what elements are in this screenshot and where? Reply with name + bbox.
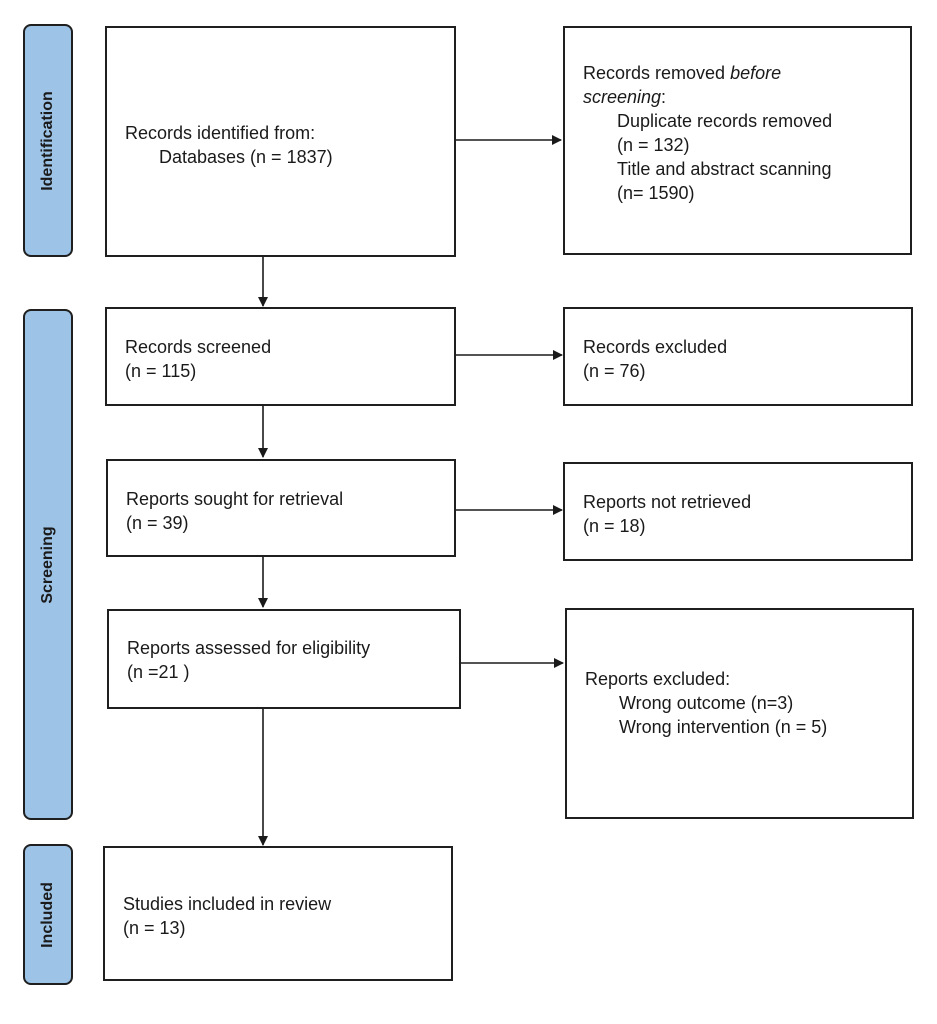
reports-excluded-label: Reports excluded: (585, 669, 731, 689)
phase-screening: Screening (23, 309, 73, 820)
title-abstract-count: (n= 1590) (617, 183, 695, 203)
reports-not-retrieved-count: (n = 18) (583, 516, 646, 536)
wrong-outcome-item: Wrong outcome (n=3) (619, 693, 794, 713)
reports-not-retrieved-box: Reports not retrieved (n = 18) (563, 462, 913, 561)
reports-sought-box: Reports sought for retrieval (n = 39) (106, 459, 456, 557)
title-abstract-label: Title and abstract scanning (617, 159, 832, 179)
records-identified-label: Records identified from: (125, 123, 316, 143)
reports-assessed-label: Reports assessed for eligibility (127, 638, 371, 658)
reports-assessed-box: Reports assessed for eligibility (n =21 … (107, 609, 461, 709)
studies-included-box: Studies included in review (n = 13) (103, 846, 453, 981)
phase-included-label: Included (39, 881, 56, 948)
records-removed-heading: Records removed before (583, 63, 782, 83)
phase-screening-label: Screening (39, 525, 56, 604)
studies-included-count: (n = 13) (123, 918, 186, 938)
duplicate-records-count: (n = 132) (617, 135, 690, 155)
reports-sought-label: Reports sought for retrieval (126, 489, 344, 509)
records-excluded-box: Records excluded (n = 76) (563, 307, 913, 406)
records-screened-label: Records screened (125, 337, 272, 357)
reports-excluded-box: Reports excluded: Wrong outcome (n=3) Wr… (565, 608, 914, 819)
reports-not-retrieved-label: Reports not retrieved (583, 492, 752, 512)
phase-included: Included (23, 844, 73, 985)
records-removed-subheading: screening: (583, 87, 667, 107)
records-screened-count: (n = 115) (125, 361, 197, 381)
wrong-intervention-item: Wrong intervention (n = 5) (619, 717, 828, 737)
phase-identification: Identification (23, 24, 73, 257)
phase-identification-label: Identification (39, 90, 56, 191)
reports-sought-count: (n = 39) (126, 513, 189, 533)
databases-count: Databases (n = 1837) (159, 147, 333, 167)
studies-included-label: Studies included in review (123, 894, 332, 914)
records-excluded-count: (n = 76) (583, 361, 646, 381)
records-removed-box: Records removed before screening: Duplic… (563, 26, 912, 255)
records-identified-box: Records identified from: Databases (n = … (105, 26, 456, 257)
reports-assessed-count: (n =21 ) (127, 662, 190, 682)
duplicate-records-label: Duplicate records removed (617, 111, 833, 131)
records-excluded-label: Records excluded (583, 337, 728, 357)
records-screened-box: Records screened (n = 115) (105, 307, 456, 406)
